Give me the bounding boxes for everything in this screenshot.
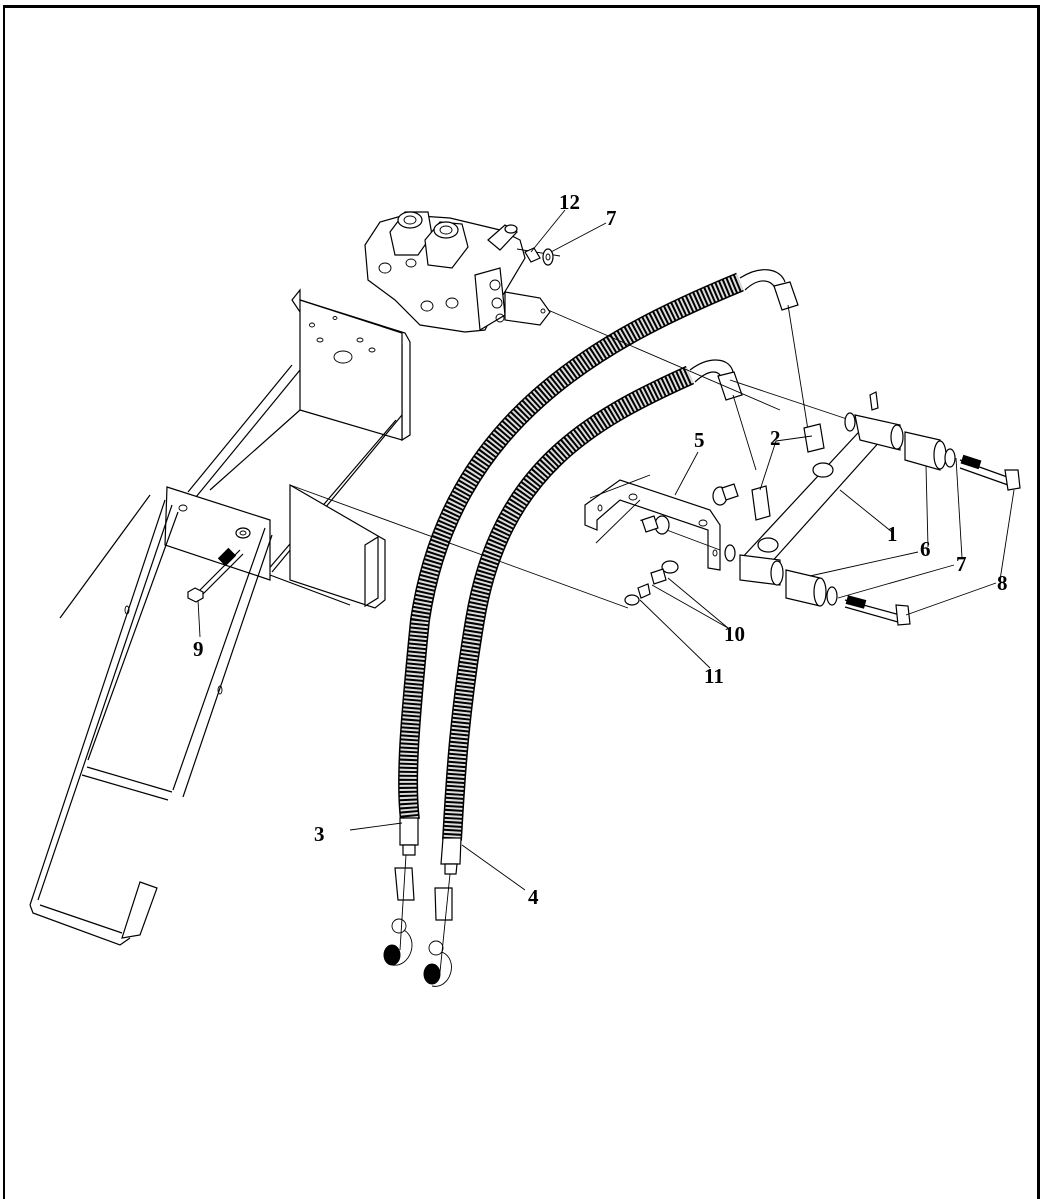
callout-11: 10 [724,622,745,646]
callout-5: 5 [694,428,705,452]
callout-7: 7 [956,552,967,576]
callout-3: 3 [314,822,325,846]
valve-body [364,211,561,333]
bracket-5-assembly [289,474,739,609]
callout-4: 4 [528,885,539,909]
bolt-9 [187,527,251,603]
braided-hoses [383,269,799,987]
callouts: 12 7 5 2 1 6 7 8 10 11 9 3 4 [193,190,1008,909]
callout-12: 11 [704,664,724,688]
callout-6: 6 [920,537,931,561]
diagram-frame [3,5,1040,1199]
callout-7-valve: 7 [606,206,617,230]
callout-10: 12 [559,190,580,214]
pedal-bracket-assembly [29,288,411,946]
callout-1: 1 [887,522,898,546]
tee-manifold-assembly [547,304,1021,626]
callout-8: 8 [997,571,1008,595]
callout-9: 9 [193,637,204,661]
leader-lines [197,209,1015,891]
callout-2: 2 [770,426,781,450]
